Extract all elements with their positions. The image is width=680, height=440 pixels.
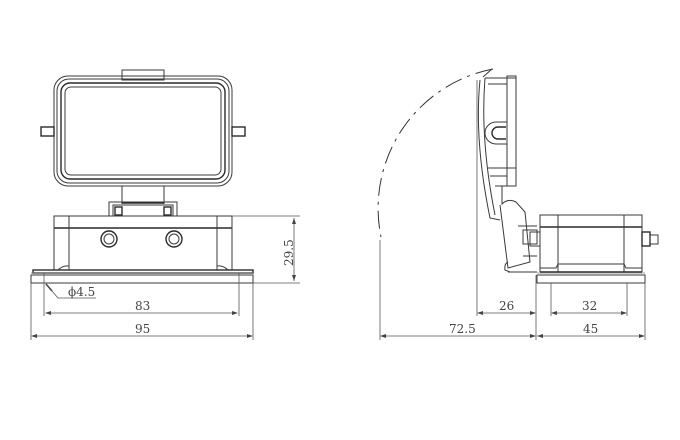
front-view — [30, 69, 254, 284]
lid-face — [506, 75, 517, 187]
base-plate — [30, 274, 254, 284]
front-dimensions — [30, 215, 300, 340]
left-peg — [40, 126, 55, 137]
side-dimensions — [379, 80, 646, 340]
side-view — [377, 68, 659, 284]
right-peg — [231, 126, 246, 137]
dim-side-mounting-pitch-label: 32 — [582, 299, 598, 313]
dim-overall-depth-label: 45 — [583, 322, 599, 336]
top-tab — [121, 69, 165, 81]
dim-height-label: 29.5 — [282, 239, 296, 266]
dim-mounting-pitch-label: 83 — [135, 299, 151, 313]
cover-outer — [53, 75, 233, 187]
dim-lid-clearance-label: 26 — [499, 299, 515, 313]
hinge-block — [108, 201, 178, 217]
cover-inner — [60, 82, 226, 180]
swing-arc — [377, 68, 494, 238]
side-base-plate — [536, 274, 646, 284]
dim-swing-radius-label: 72.5 — [449, 322, 476, 336]
side-housing-top — [539, 214, 643, 228]
lid-slot — [491, 126, 506, 140]
side-peg — [649, 234, 659, 245]
dim-hole-diameter-label: ϕ4.5 — [68, 285, 96, 299]
bolt-left — [100, 230, 118, 248]
flange-plate — [32, 269, 254, 274]
dim-overall-width-label: 95 — [135, 322, 151, 336]
bolt-right — [165, 230, 183, 248]
housing-top — [53, 215, 233, 229]
